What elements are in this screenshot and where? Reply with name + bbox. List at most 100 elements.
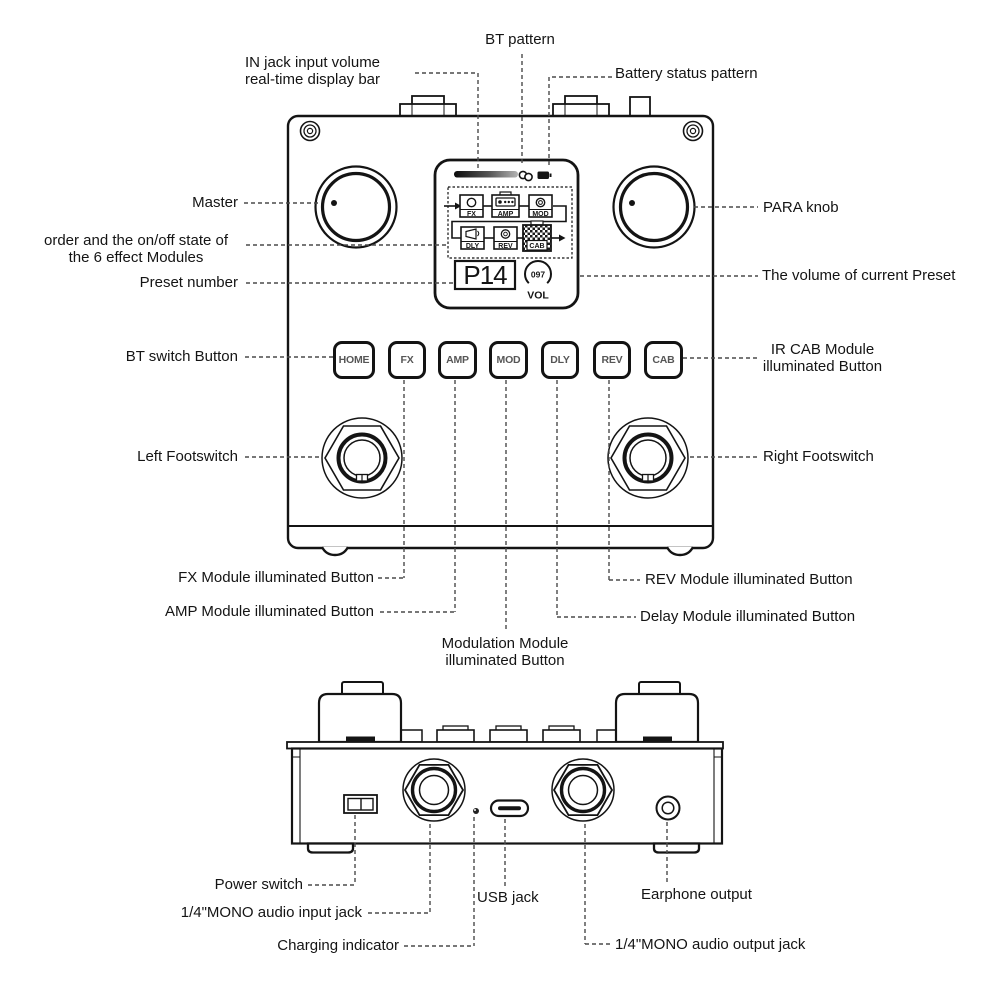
callout-earphone: Earphone output <box>641 886 752 903</box>
callout-fx-module: FX Module illuminated Button <box>178 569 374 586</box>
signal-chain-box <box>447 186 573 259</box>
svg-text:FX: FX <box>467 211 476 218</box>
callout-master: Master <box>192 194 238 211</box>
mod-button-label: MOD <box>496 354 521 366</box>
callout-mod-module-line1: Modulation Module <box>441 635 569 652</box>
callout-line-amp-button <box>380 380 456 613</box>
usb-c-port <box>489 799 530 818</box>
callout-in-jack-volume: IN jack input volume real-time display b… <box>210 54 415 88</box>
earphone-jack <box>655 795 681 821</box>
para-knob <box>612 165 696 249</box>
callout-line-in-jack-volume <box>415 72 479 168</box>
callout-charging: Charging indicator <box>277 937 399 954</box>
pedal-top-view: FX AMP <box>286 95 715 557</box>
callout-battery-status: Battery status pattern <box>615 65 758 82</box>
callout-left-footswitch: Left Footswitch <box>137 448 238 465</box>
callout-rev-module: REV Module illuminated Button <box>645 571 853 588</box>
dly-button-label: DLY <box>550 354 570 366</box>
callout-ir-cab-line2: illuminated Button <box>762 357 883 375</box>
svg-text:P14: P14 <box>463 260 507 290</box>
rear-foot-right <box>652 842 701 854</box>
callout-mod-module-line2: illuminated Button <box>445 651 565 669</box>
svg-text:REV: REV <box>498 243 513 250</box>
callout-in-jack-volume-line2: real-time display bar <box>244 70 381 88</box>
cab-module-icon: CAB <box>522 220 552 252</box>
callout-bt-pattern: BT pattern <box>485 31 555 48</box>
callout-power-switch: Power switch <box>214 876 303 893</box>
corner-screw-left <box>299 120 321 142</box>
callout-ir-cab-line1: IR CAB Module <box>770 341 875 358</box>
fx-button-label: FX <box>400 354 414 366</box>
home-button: HOME <box>333 341 375 379</box>
left-footswitch <box>321 417 403 499</box>
mod-module-icon: MOD <box>528 194 553 218</box>
right-footswitch <box>607 417 689 499</box>
callout-para-knob: PARA knob <box>763 199 839 216</box>
mono-input-jack <box>402 758 466 822</box>
callout-ir-cab: IR CAB Module illuminated Button <box>735 341 910 375</box>
master-knob <box>314 165 398 249</box>
fx-button: FX <box>388 341 426 379</box>
callout-line-power-switch <box>308 815 356 886</box>
svg-text:AMP: AMP <box>498 211 514 218</box>
charging-indicator-led <box>473 808 479 814</box>
home-button-label: HOME <box>338 354 370 366</box>
callout-amp-module: AMP Module illuminated Button <box>164 603 374 620</box>
callout-preset-volume: The volume of current Preset <box>762 267 956 284</box>
svg-text:097: 097 <box>531 270 545 280</box>
callout-line-audio-output <box>584 824 612 945</box>
input-jack-top-edge <box>399 95 457 117</box>
svg-text:DLY: DLY <box>466 243 480 250</box>
output-jack-top-edge <box>552 95 610 117</box>
callout-line-charging <box>404 817 475 947</box>
flow-out-arrow <box>559 234 566 242</box>
rear-button-profiles <box>400 725 619 743</box>
pedal-foot-left <box>320 546 350 557</box>
para-knob-profile <box>614 681 700 744</box>
callout-usb: USB jack <box>477 889 539 906</box>
bt-icon <box>518 170 533 182</box>
callout-mod-module: Modulation Module illuminated Button <box>415 635 595 669</box>
dly-module-icon: DLY <box>460 226 485 250</box>
callout-effect-order: order and the on/off state of the 6 effe… <box>20 232 252 266</box>
battery-icon <box>537 171 552 179</box>
rev-module-icon: REV <box>493 226 518 250</box>
callout-delay-module: Delay Module illuminated Button <box>640 608 856 625</box>
callout-line-audio-input <box>368 824 431 914</box>
cab-button: CAB <box>644 341 683 379</box>
callout-effect-order-line2: the 6 effect Modules <box>68 248 204 266</box>
cab-button-label: CAB <box>652 354 675 366</box>
callout-preset-number: Preset number <box>139 274 238 291</box>
svg-text:CAB: CAB <box>529 243 544 250</box>
amp-button-label: AMP <box>446 354 469 366</box>
callout-effect-order-line1: order and the on/off state of <box>43 232 229 249</box>
master-knob-profile <box>317 681 403 744</box>
callout-line-rev-button <box>608 380 640 581</box>
rear-foot-left <box>306 842 355 854</box>
power-switch-top-edge <box>629 96 651 117</box>
callout-audio-input: 1/4"MONO audio input jack <box>180 904 362 921</box>
flow-in-arrow <box>455 202 462 210</box>
rev-button-label: REV <box>601 354 623 366</box>
callout-bt-switch: BT switch Button <box>125 348 238 365</box>
pedal-rear-view <box>286 681 724 854</box>
mod-button: MOD <box>489 341 528 379</box>
preset-number-display: P14 <box>453 259 517 291</box>
svg-text:VOL: VOL <box>527 290 549 302</box>
pedal-foot-right <box>665 546 695 557</box>
fx-module-icon: FX <box>459 194 484 218</box>
callout-audio-output: 1/4"MONO audio output jack <box>615 936 806 953</box>
corner-screw-right <box>682 120 704 142</box>
power-switch <box>343 794 378 814</box>
callout-line-fx-button <box>378 380 405 579</box>
dly-button: DLY <box>541 341 579 379</box>
display-screen: FX AMP <box>433 158 580 310</box>
callout-lines <box>244 54 758 947</box>
rev-button: REV <box>593 341 631 379</box>
svg-text:MOD: MOD <box>532 211 548 218</box>
mono-output-jack <box>551 758 615 822</box>
callout-line-dly-button <box>556 380 636 618</box>
callout-right-footswitch: Right Footswitch <box>763 448 874 465</box>
